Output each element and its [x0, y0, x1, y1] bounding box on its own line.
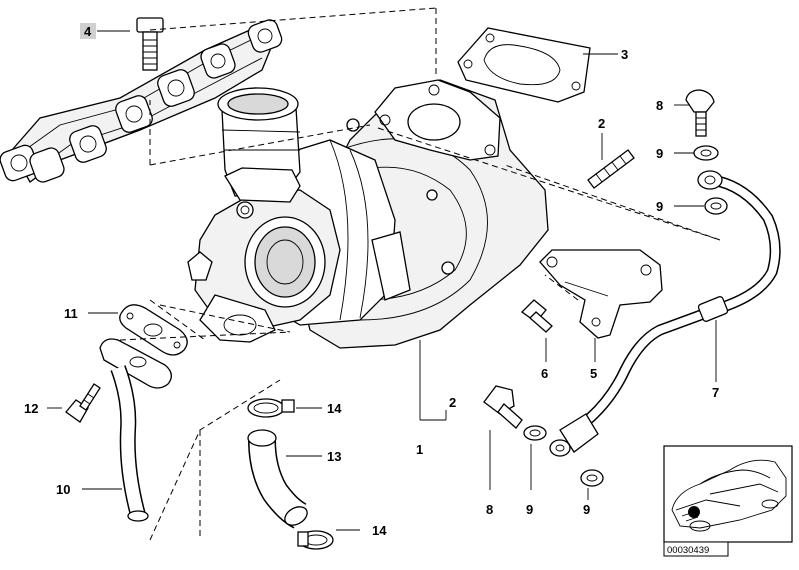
reference-number: 00030439 [667, 545, 709, 556]
callout-9-lower-b: 9 [583, 502, 590, 517]
callout-8-lower: 8 [486, 502, 493, 517]
callout-6: 6 [541, 366, 548, 381]
callout-13: 13 [327, 449, 341, 464]
callout-9-upper-a: 9 [656, 146, 663, 161]
callout-9-lower-a: 9 [526, 502, 533, 517]
hose-clamp-14-upper [247, 398, 295, 418]
washer-9-upper-b [704, 197, 728, 215]
callout-1: 1 [416, 442, 423, 457]
hose-13 [247, 429, 308, 529]
banjo-bolt-8-upper [685, 89, 715, 137]
leader-lines [47, 30, 717, 531]
manifold-flanges [0, 19, 283, 183]
location-marker-icon [688, 506, 700, 518]
callout-4: 4 [84, 24, 92, 39]
callout-10: 10 [56, 482, 70, 497]
bolt-4 [136, 17, 164, 71]
turbocharger-1 [187, 79, 549, 349]
callout-2-upper: 2 [598, 116, 605, 131]
washer-9-lower-a [523, 425, 547, 441]
callout-12: 12 [24, 401, 38, 416]
bolt-12 [65, 383, 101, 423]
oil-return-pipe-10 [99, 338, 172, 522]
callout-9-upper-b: 9 [656, 199, 663, 214]
vehicle-location-inset [663, 445, 793, 543]
oil-feed-line-7 [549, 170, 781, 457]
reference-number-box [663, 541, 729, 557]
callout-14-upper: 14 [327, 401, 342, 416]
callout-2-lower: 2 [449, 395, 456, 410]
callout-labels: 4 3 2 8 9 9 11 6 5 7 12 14 2 1 13 10 14 … [24, 23, 719, 538]
callout-8-upper: 8 [656, 98, 663, 113]
gasket-3 [457, 27, 591, 103]
assembly-lines [119, 7, 721, 541]
callout-4-highlight [80, 23, 96, 39]
bracket-5 [539, 249, 663, 339]
callout-7: 7 [712, 385, 719, 400]
bolt-6 [520, 299, 553, 333]
banjo-bolt-8-lower [483, 385, 523, 429]
callout-14-lower: 14 [372, 523, 387, 538]
car-outline-icon [671, 459, 787, 532]
washer-9-lower-b [580, 469, 604, 487]
callout-11: 11 [64, 306, 78, 321]
hose-clamp-14-lower [297, 530, 334, 550]
gasket-11 [119, 304, 188, 356]
exhaust-manifold [0, 19, 283, 183]
callout-5: 5 [590, 366, 597, 381]
callout-3: 3 [621, 47, 628, 62]
washer-9-upper-a [693, 145, 719, 161]
stud-2 [587, 149, 635, 189]
